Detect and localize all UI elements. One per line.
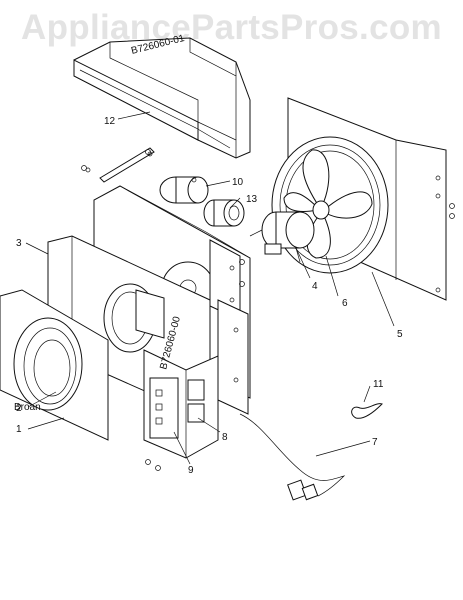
callout-2: 2 xyxy=(16,403,22,414)
part-fan-blade xyxy=(283,149,373,259)
callout-7: 7 xyxy=(372,437,378,448)
watermark: AppliancePartsPros.com xyxy=(21,8,442,47)
callout-11: 11 xyxy=(373,379,384,390)
part-control-box: B726060-00 xyxy=(143,315,219,459)
screws xyxy=(81,149,455,471)
grille-brand: Broan xyxy=(14,402,41,413)
part-motor xyxy=(249,211,315,263)
part-rail-bracket xyxy=(217,299,249,415)
callout-10: 10 xyxy=(232,177,244,188)
callout-12: 12 xyxy=(104,116,116,127)
part-cord-clip xyxy=(351,403,383,419)
leader-lines xyxy=(25,111,395,465)
callout-4: 4 xyxy=(312,281,318,292)
part-duct-housing: B726060-01 xyxy=(73,33,251,159)
part-bracket-strap xyxy=(85,147,155,183)
callout-6: 6 xyxy=(342,298,348,309)
callout-9: 9 xyxy=(188,465,194,476)
callout-1: 1 xyxy=(16,424,22,435)
part-damper-bracket xyxy=(159,176,209,204)
callout-5: 5 xyxy=(397,329,403,340)
callout-8: 8 xyxy=(222,432,228,443)
part-power-cord xyxy=(239,413,346,501)
part-front-grille: Broan xyxy=(0,289,109,441)
callouts: 12 3 2 1 10 13 4 6 5 11 7 8 9 xyxy=(16,116,403,476)
part-capacitor xyxy=(203,199,245,227)
callout-3: 3 xyxy=(16,238,22,249)
callout-13: 13 xyxy=(246,194,258,205)
